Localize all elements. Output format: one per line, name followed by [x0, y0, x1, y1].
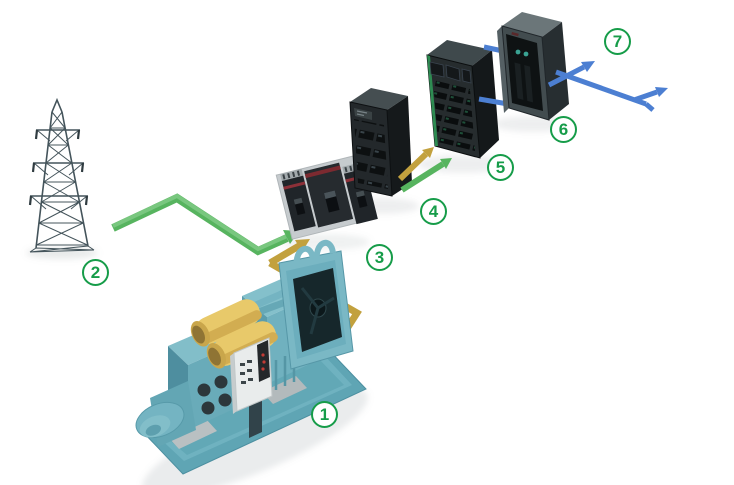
utility-power-arrow: [111, 193, 299, 256]
power-distribution-cabinet: [497, 12, 569, 121]
outgoing-feed-arrows: [547, 61, 668, 112]
engine-ports: [197, 375, 232, 415]
step-label-5: 5: [487, 154, 514, 181]
crank-pulley: [135, 401, 185, 439]
step-label-4: 4: [420, 198, 447, 225]
feed-arrows-4-to-5: [397, 147, 452, 193]
tower-crossarms: [28, 129, 89, 210]
step-label-2: 2: [82, 259, 109, 286]
engine-generator-set: [135, 239, 367, 475]
distribution-panelboard: [426, 40, 499, 159]
radiator-fan: [278, 239, 354, 370]
transmission-tower: [28, 97, 95, 253]
step-label-3: 3: [366, 244, 393, 271]
step-label-7: 7: [604, 28, 631, 55]
step-label-1: 1: [311, 401, 338, 428]
breaker-left: [280, 168, 316, 232]
step-label-6: 6: [550, 116, 577, 143]
fuel-filter-cylinder: [190, 299, 262, 347]
circuit-breakers: [275, 153, 378, 240]
switchgear-cabinet: [349, 88, 412, 197]
generator-control-panel: [230, 337, 273, 438]
breaker-center: [304, 162, 354, 228]
